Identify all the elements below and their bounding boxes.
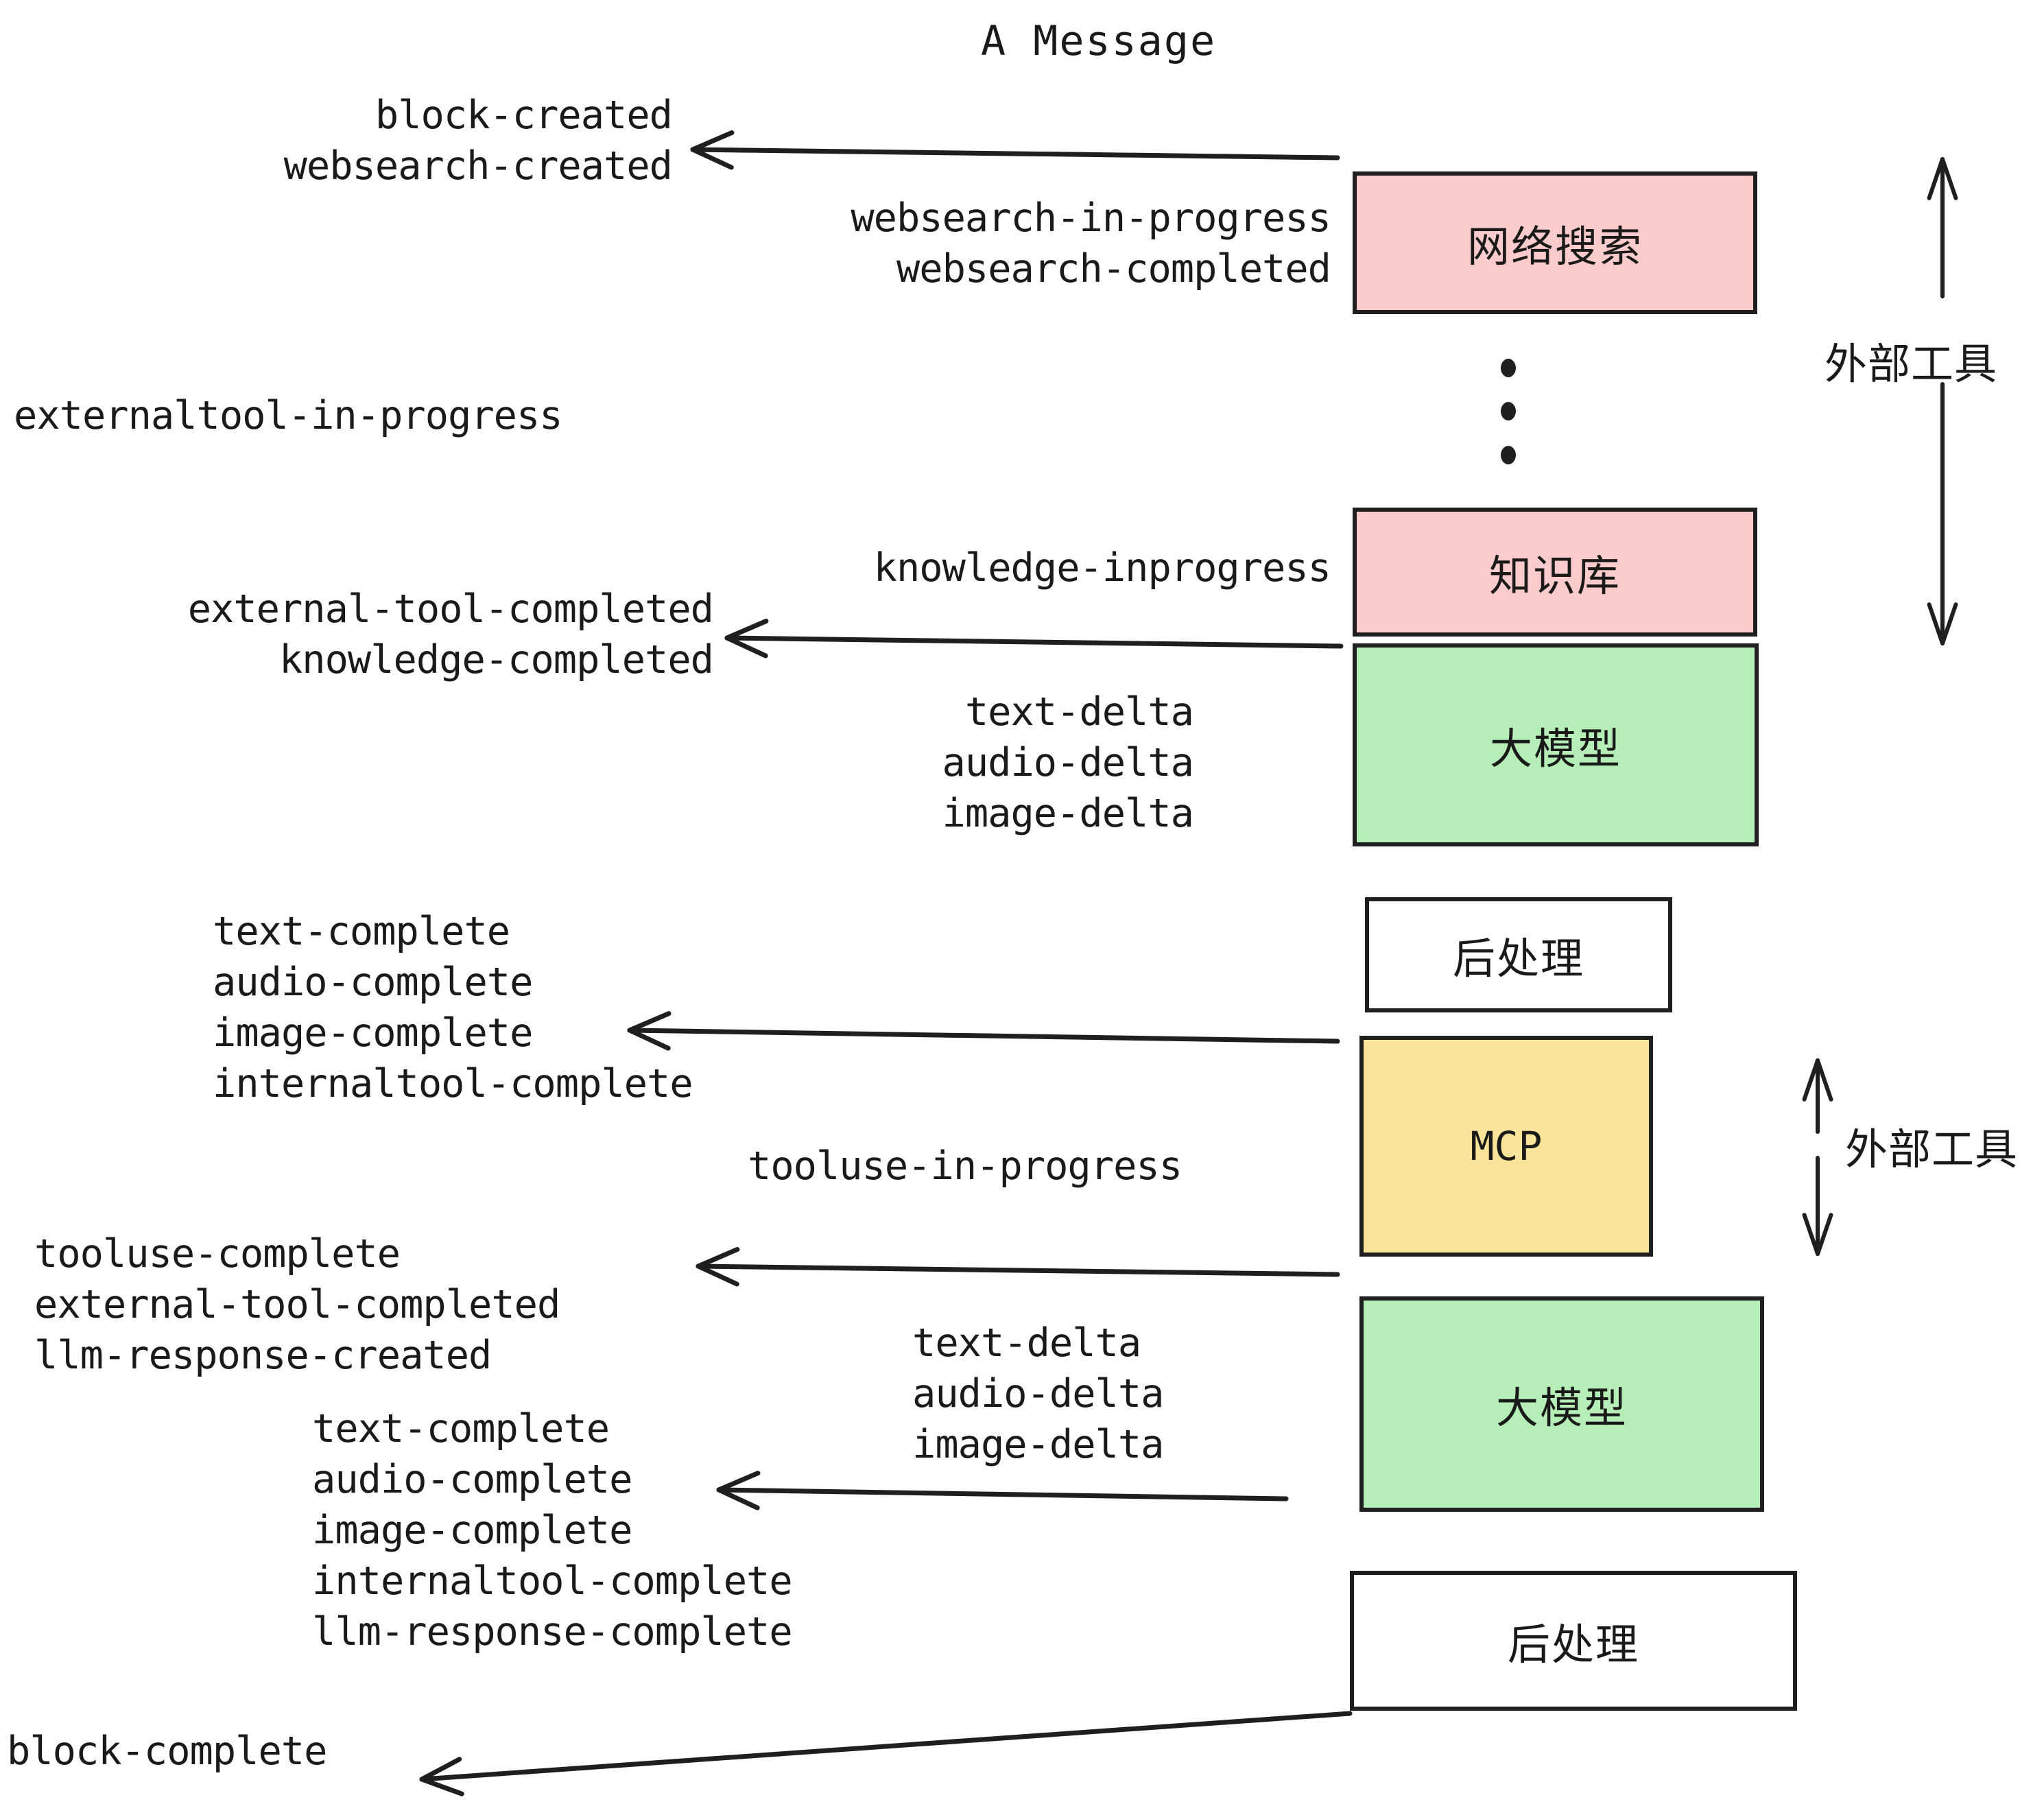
- event-label: websearch-in-progress: [851, 195, 1331, 241]
- event-label: websearch-completed: [896, 246, 1331, 292]
- node-box-knowledge: 知识库: [1353, 508, 1757, 637]
- event-label: audio-delta: [912, 1371, 1164, 1416]
- event-label: audio-complete: [312, 1457, 632, 1502]
- event-label: text-delta: [964, 689, 1194, 735]
- node-box-llm-1: 大模型: [1353, 643, 1759, 846]
- ellipsis-dot: [1501, 359, 1516, 377]
- event-label: image-delta: [942, 791, 1194, 836]
- node-box-postproc-1: 后处理: [1365, 897, 1672, 1012]
- event-label: block-created: [375, 93, 673, 138]
- node-box-llm-2: 大模型: [1359, 1296, 1764, 1512]
- event-label: websearch-created: [283, 143, 673, 189]
- event-label: tooluse-in-progress: [748, 1143, 1183, 1189]
- range-external-tools-top: [1927, 157, 1958, 645]
- event-label: external-tool-completed: [187, 586, 714, 632]
- node-box-postproc-2: 后处理: [1350, 1571, 1797, 1711]
- event-label: image-delta: [912, 1422, 1164, 1467]
- arrow-image-complete: [627, 1011, 1340, 1051]
- arrow-block-created: [690, 130, 1340, 170]
- arrow-knowledge-completed: [724, 618, 1344, 658]
- event-label: tooluse-complete: [34, 1231, 401, 1277]
- event-label: text-delta: [912, 1320, 1141, 1366]
- event-label: knowledge-completed: [278, 637, 714, 683]
- event-label: knowledge-inprogress: [873, 545, 1331, 591]
- event-label: image-complete: [213, 1010, 533, 1056]
- arrow-audio-complete: [716, 1471, 1289, 1510]
- side-label-external-tools-bottom: 外部工具: [1845, 1124, 2019, 1174]
- node-box-websearch: 网络搜索: [1353, 171, 1757, 314]
- event-label: block-complete: [7, 1729, 327, 1774]
- node-box-mcp: MCP: [1359, 1036, 1653, 1257]
- event-label: llm-response-created: [34, 1333, 492, 1378]
- event-label: text-complete: [312, 1406, 610, 1451]
- event-label: internaltool-complete: [213, 1061, 693, 1106]
- arrow-tooluse-complete: [696, 1246, 1340, 1287]
- side-label-external-tools-top: 外部工具: [1825, 339, 1998, 389]
- event-label: audio-delta: [942, 740, 1194, 785]
- event-label: externaltool-in-progress: [14, 393, 563, 438]
- event-label: external-tool-completed: [34, 1282, 560, 1327]
- ellipsis-dot: [1501, 402, 1516, 420]
- event-label: internaltool-complete: [312, 1558, 793, 1604]
- ellipsis-dot: [1501, 446, 1516, 464]
- event-label: audio-complete: [213, 960, 533, 1005]
- event-label: text-complete: [213, 909, 510, 954]
- event-label: image-complete: [312, 1508, 632, 1553]
- range-external-tools-bottom: [1802, 1058, 1833, 1256]
- page-title: A Message: [981, 17, 1217, 65]
- event-label: llm-response-complete: [312, 1609, 793, 1654]
- arrow-block-complete: [419, 1711, 1353, 1796]
